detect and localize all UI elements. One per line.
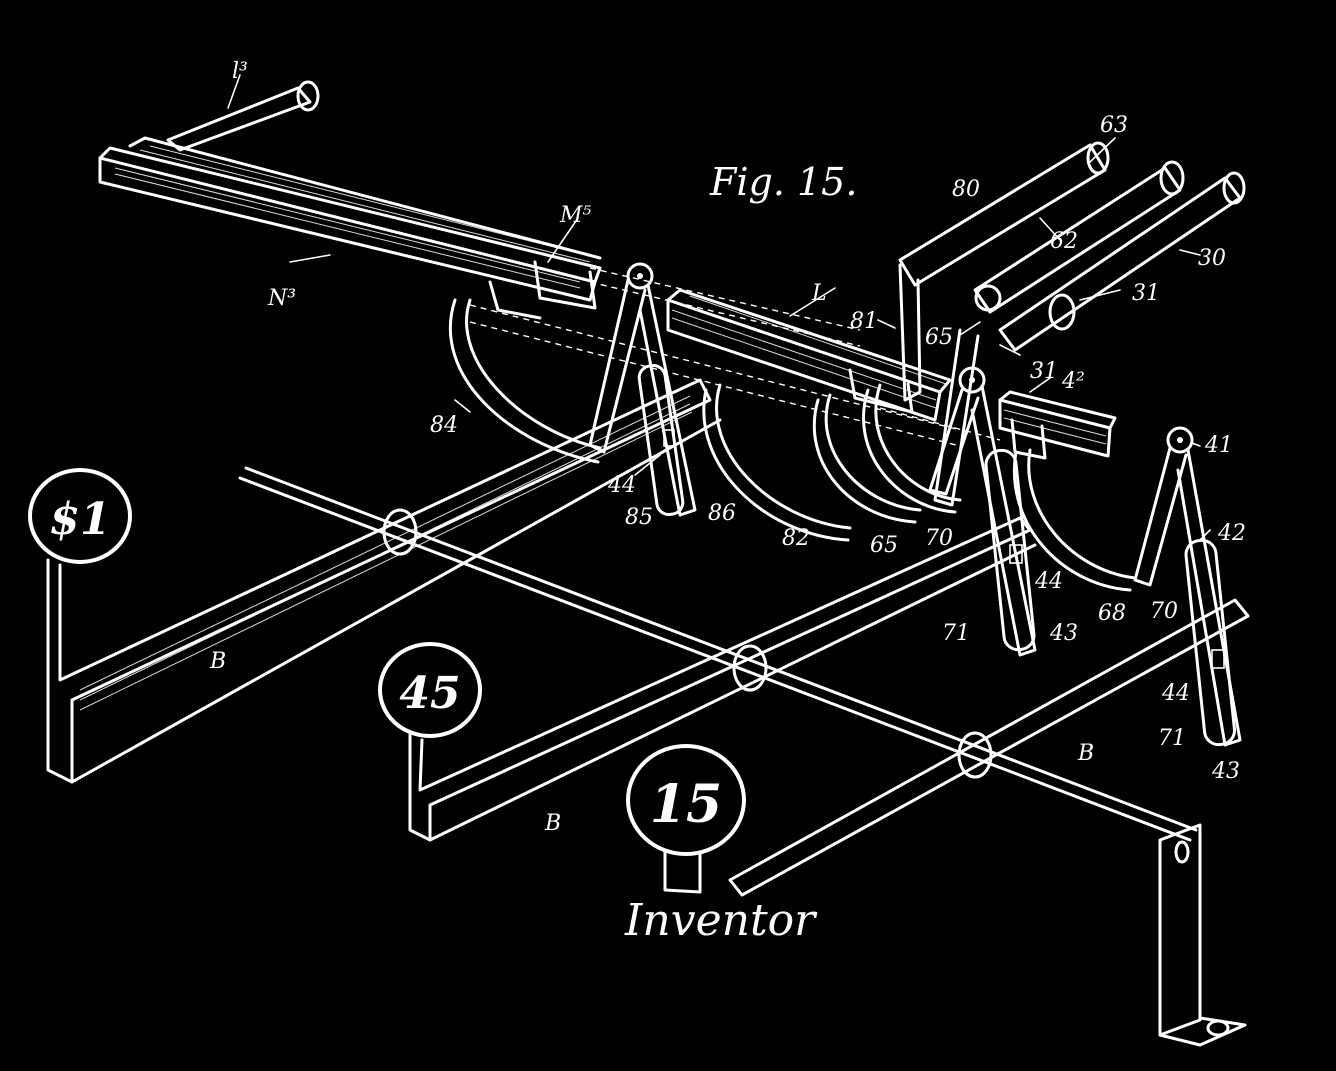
segment-68 bbox=[1013, 448, 1137, 592]
label-65-a: 65 bbox=[870, 533, 898, 558]
key-knob-2-label: 45 bbox=[399, 668, 460, 719]
lever-30 bbox=[998, 171, 1246, 352]
leader-lines bbox=[227, 74, 1211, 541]
lever-80 bbox=[898, 141, 1110, 402]
label-43-b: 43 bbox=[1211, 759, 1240, 784]
label-65-b: 65 bbox=[925, 325, 953, 350]
middle-bar-l bbox=[666, 288, 952, 422]
label-71-a: 71 bbox=[942, 621, 970, 646]
label-b-2: B bbox=[544, 811, 561, 836]
label-44-c: 44 bbox=[1161, 681, 1190, 706]
key-bar-3 bbox=[663, 598, 1250, 897]
top-bar-n3 bbox=[98, 136, 602, 320]
key-bar-1 bbox=[46, 378, 722, 784]
label-44-b: 44 bbox=[1034, 569, 1063, 594]
label-n3: N³ bbox=[267, 286, 296, 311]
label-70-b: 70 bbox=[1150, 599, 1178, 624]
label-63: 63 bbox=[1100, 113, 1128, 138]
label-m5: M⁵ bbox=[559, 203, 592, 228]
label-68: 68 bbox=[1098, 601, 1126, 626]
label-84: 84 bbox=[430, 413, 458, 438]
label-30: 30 bbox=[1198, 246, 1226, 271]
crank-l3 bbox=[166, 80, 320, 152]
label-31-b: 31 bbox=[1030, 359, 1058, 384]
label-4-2: 4² bbox=[1061, 369, 1085, 394]
figure-title: Fig. 15. bbox=[709, 160, 857, 204]
label-71-b: 71 bbox=[1158, 726, 1186, 751]
key-knob-3-label: 15 bbox=[650, 774, 722, 835]
key-knob-2: 45 bbox=[378, 642, 482, 738]
segment-82 bbox=[702, 383, 922, 542]
right-bar-4-2 bbox=[998, 390, 1117, 460]
label-b-3: B bbox=[1077, 741, 1094, 766]
label-81: 81 bbox=[850, 309, 878, 334]
inventor-signature: Inventor bbox=[624, 895, 818, 946]
label-43-a: 43 bbox=[1049, 621, 1078, 646]
lever-62 bbox=[933, 160, 1185, 507]
label-l3: l³ bbox=[232, 59, 248, 84]
label-42: 42 bbox=[1217, 521, 1246, 546]
main-shaft bbox=[238, 466, 1198, 842]
label-80: 80 bbox=[952, 177, 980, 202]
key-knob-1: $1 bbox=[28, 468, 132, 564]
label-62: 62 bbox=[1050, 229, 1078, 254]
label-44-a: 44 bbox=[607, 473, 636, 498]
key-bar-2 bbox=[408, 516, 1037, 842]
label-b-1: B bbox=[209, 649, 226, 674]
key-knob-1-label: $1 bbox=[49, 494, 110, 545]
end-bracket bbox=[1158, 823, 1247, 1047]
label-l: L bbox=[811, 281, 827, 306]
label-86: 86 bbox=[708, 501, 736, 526]
segment-84 bbox=[448, 298, 602, 464]
label-85: 85 bbox=[625, 505, 653, 530]
reference-labels: l³ M⁵ N³ L 84 44 85 86 82 65 70 80 81 65… bbox=[209, 59, 1246, 836]
label-70-a: 70 bbox=[925, 526, 953, 551]
segment-65 bbox=[862, 383, 962, 514]
label-41: 41 bbox=[1204, 433, 1233, 458]
lever-85 bbox=[588, 262, 697, 517]
label-82: 82 bbox=[782, 526, 810, 551]
key-knob-3: 15 bbox=[626, 744, 746, 856]
label-31-a: 31 bbox=[1132, 281, 1160, 306]
